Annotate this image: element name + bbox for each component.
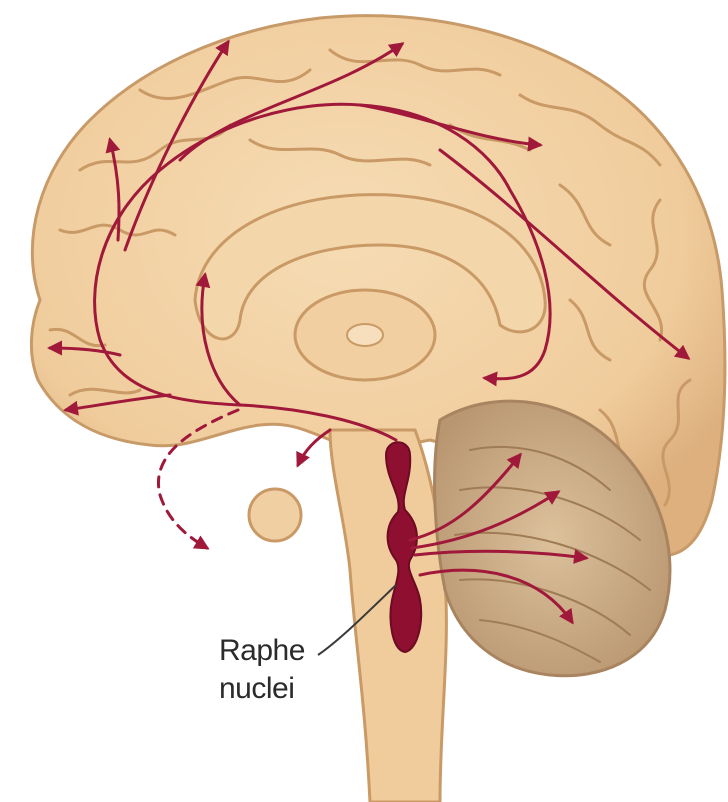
brainstem [330,430,446,802]
pituitary [249,489,301,541]
interthalamic-adhesion [347,324,383,346]
label-line-2: nuclei [219,670,339,708]
raphe-nuclei-label: Raphe nuclei [219,632,339,708]
label-line-1: Raphe [219,632,339,670]
